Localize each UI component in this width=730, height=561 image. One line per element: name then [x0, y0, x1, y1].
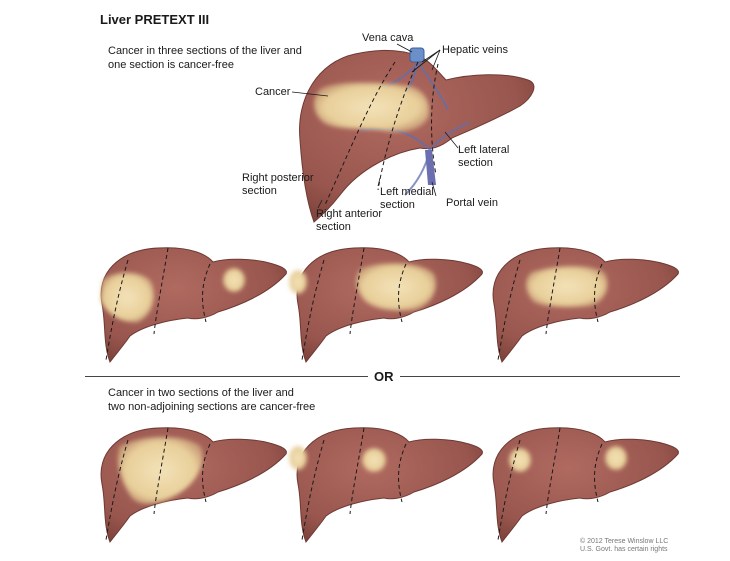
liver-row1-b	[289, 247, 483, 363]
credit-line1: © 2012 Terese Winslow LLC	[580, 538, 669, 545]
caption-top-line1: Cancer in three sections of the liver an…	[108, 45, 302, 57]
label-right-anterior-line2: section	[316, 221, 351, 233]
label-vena-cava: Vena cava	[362, 32, 414, 44]
liver-row2-b	[289, 427, 483, 543]
label-cancer: Cancer	[255, 86, 291, 98]
caption-bottom: Cancer in two sections of the liver and …	[108, 386, 315, 414]
label-right-posterior-line2: section	[242, 185, 277, 197]
liver-row1-c	[492, 247, 679, 363]
label-right-anterior: Right anterior section	[316, 208, 382, 234]
caption-top-line2: one section is cancer-free	[108, 59, 234, 71]
label-left-medial-line2: section	[380, 199, 415, 211]
liver-row2-a	[100, 427, 287, 543]
caption-bottom-line2: two non-adjoining sections are cancer-fr…	[108, 401, 316, 413]
section-lines-main	[324, 61, 439, 206]
label-right-anterior-line1: Right anterior	[316, 208, 383, 220]
main-liver	[299, 47, 535, 223]
portal-vein-shape	[425, 150, 436, 185]
label-right-posterior-line1: Right posterior	[242, 172, 314, 184]
divider-or-label: OR	[368, 369, 400, 384]
liver-row2-c	[492, 427, 679, 543]
label-left-lateral-line1: Left lateral	[458, 144, 510, 156]
liver-row1-a	[100, 247, 287, 363]
caption-bottom-line1: Cancer in two sections of the liver and	[108, 387, 294, 399]
label-left-lateral-line2: section	[458, 157, 493, 169]
copyright-credit: © 2012 Terese Winslow LLC U.S. Govt. has…	[580, 538, 668, 554]
label-hepatic-veins: Hepatic veins	[442, 44, 509, 56]
label-left-lateral: Left lateral section	[458, 144, 509, 170]
label-left-medial: Left medial section	[380, 186, 434, 212]
label-portal-vein: Portal vein	[446, 197, 498, 209]
leader-lines	[291, 43, 459, 209]
label-right-posterior: Right posterior section	[242, 172, 314, 198]
label-left-medial-line1: Left medial	[380, 186, 434, 198]
vena-cava-shape	[409, 47, 425, 63]
credit-line2: U.S. Govt. has certain rights	[580, 546, 668, 553]
caption-top: Cancer in three sections of the liver an…	[108, 44, 302, 72]
tumor-main	[314, 82, 430, 132]
page-title: Liver PRETEXT III	[100, 12, 210, 27]
